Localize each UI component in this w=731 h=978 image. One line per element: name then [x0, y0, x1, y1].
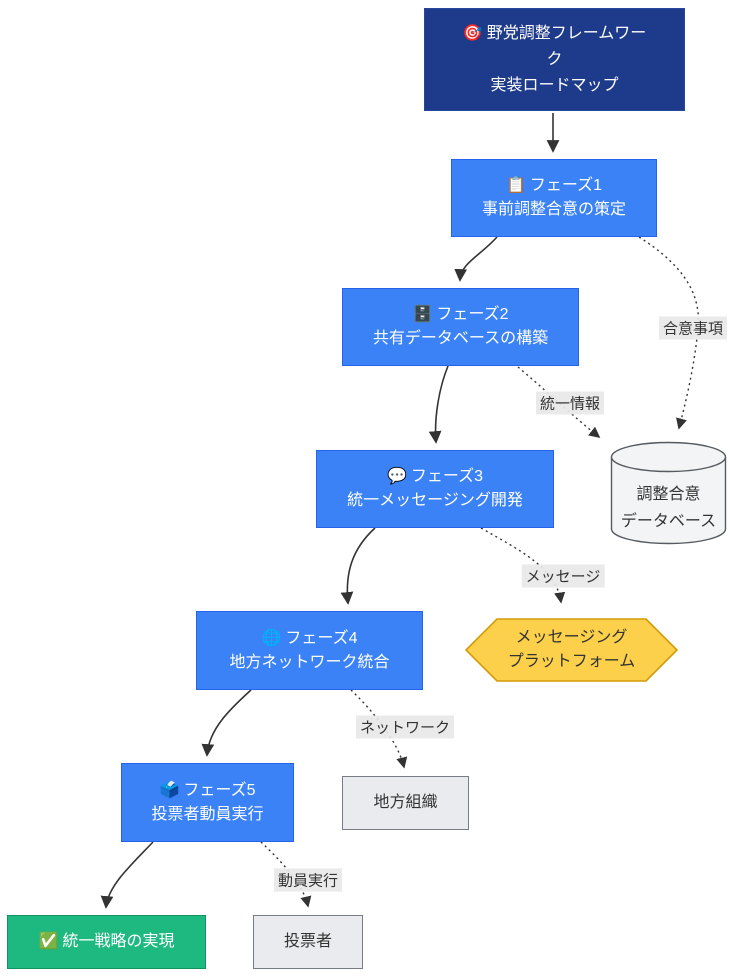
globe-icon: 🌐: [261, 629, 282, 647]
node-phase5: 🗳️フェーズ5 投票者動員実行: [121, 763, 294, 842]
cylinder-shape: [610, 441, 727, 545]
local-org-label: 地方組織: [373, 794, 438, 811]
check-mark-icon: ✅: [38, 933, 59, 950]
node-local-org: 地方組織: [342, 776, 469, 830]
phase4-title: フェーズ4: [285, 629, 358, 647]
node-voters: 投票者: [253, 915, 363, 969]
phase3-subtitle: 統一メッセージング開発: [347, 492, 523, 509]
voters-label: 投票者: [283, 933, 332, 950]
phase5-subtitle: 投票者動員実行: [151, 805, 264, 823]
database-line2: データベース: [620, 513, 717, 530]
phase1-title: フェーズ1: [529, 177, 603, 194]
phase1-subtitle: 事前調整合意の策定: [481, 201, 626, 218]
edge-label-network: ネットワーク: [355, 715, 455, 739]
success-label: 統一戦略の実現: [62, 933, 175, 950]
edge-label-agreements: 合意事項: [658, 316, 728, 340]
platform-line2: プラットフォーム: [507, 653, 636, 670]
phase4-subtitle: 地方ネットワーク統合: [229, 653, 390, 671]
title-line2: ク: [546, 50, 563, 68]
title-line1: 野党調整フレームワー: [486, 24, 647, 42]
node-phase2: 🗄️フェーズ2 共有データベースの構築: [342, 288, 579, 366]
hexagon-shape: [465, 618, 678, 682]
node-phase4: 🌐フェーズ4 地方ネットワーク統合: [196, 611, 423, 690]
node-phase1: 📋フェーズ1 事前調整合意の策定: [451, 159, 657, 237]
node-phase3: 💬フェーズ3 統一メッセージング開発: [316, 450, 554, 528]
edge-phase5-success: [100, 841, 154, 909]
phase5-title: フェーズ5: [183, 781, 256, 799]
speech-balloon-icon: 💬: [386, 468, 407, 485]
edge-phase4-phase5: [201, 689, 252, 757]
edge-phase2-phase3: [428, 365, 449, 444]
title-line3: 実装ロードマップ: [490, 76, 619, 94]
edge-label-unified-info: 統一情報: [535, 391, 605, 415]
edge-phase3-phase4: [340, 527, 376, 605]
platform-line1: メッセージング: [515, 629, 628, 646]
edge-phase1-phase2: [454, 236, 498, 282]
node-success: ✅統一戦略の実現: [7, 915, 206, 969]
node-roadmap-title: 🎯野党調整フレームワー ク 実装ロードマップ: [424, 8, 685, 111]
edge-label-message: メッセージ: [521, 564, 605, 588]
file-cabinet-icon: 🗄️: [412, 306, 433, 323]
edge-label-mobilization: 動員実行: [273, 868, 343, 892]
clipboard-icon: 📋: [505, 177, 526, 194]
ballot-box-icon: 🗳️: [159, 781, 180, 799]
database-line1: 調整合意: [636, 486, 701, 503]
phase2-subtitle: 共有データベースの構築: [372, 330, 549, 347]
node-database-cylinder: 調整合意 データベース: [610, 441, 727, 545]
phase3-title: フェーズ3: [410, 468, 484, 485]
target-icon: 🎯: [462, 24, 483, 42]
node-platform-hexagon: メッセージング プラットフォーム: [465, 618, 678, 682]
phase2-title: フェーズ2: [436, 306, 509, 323]
